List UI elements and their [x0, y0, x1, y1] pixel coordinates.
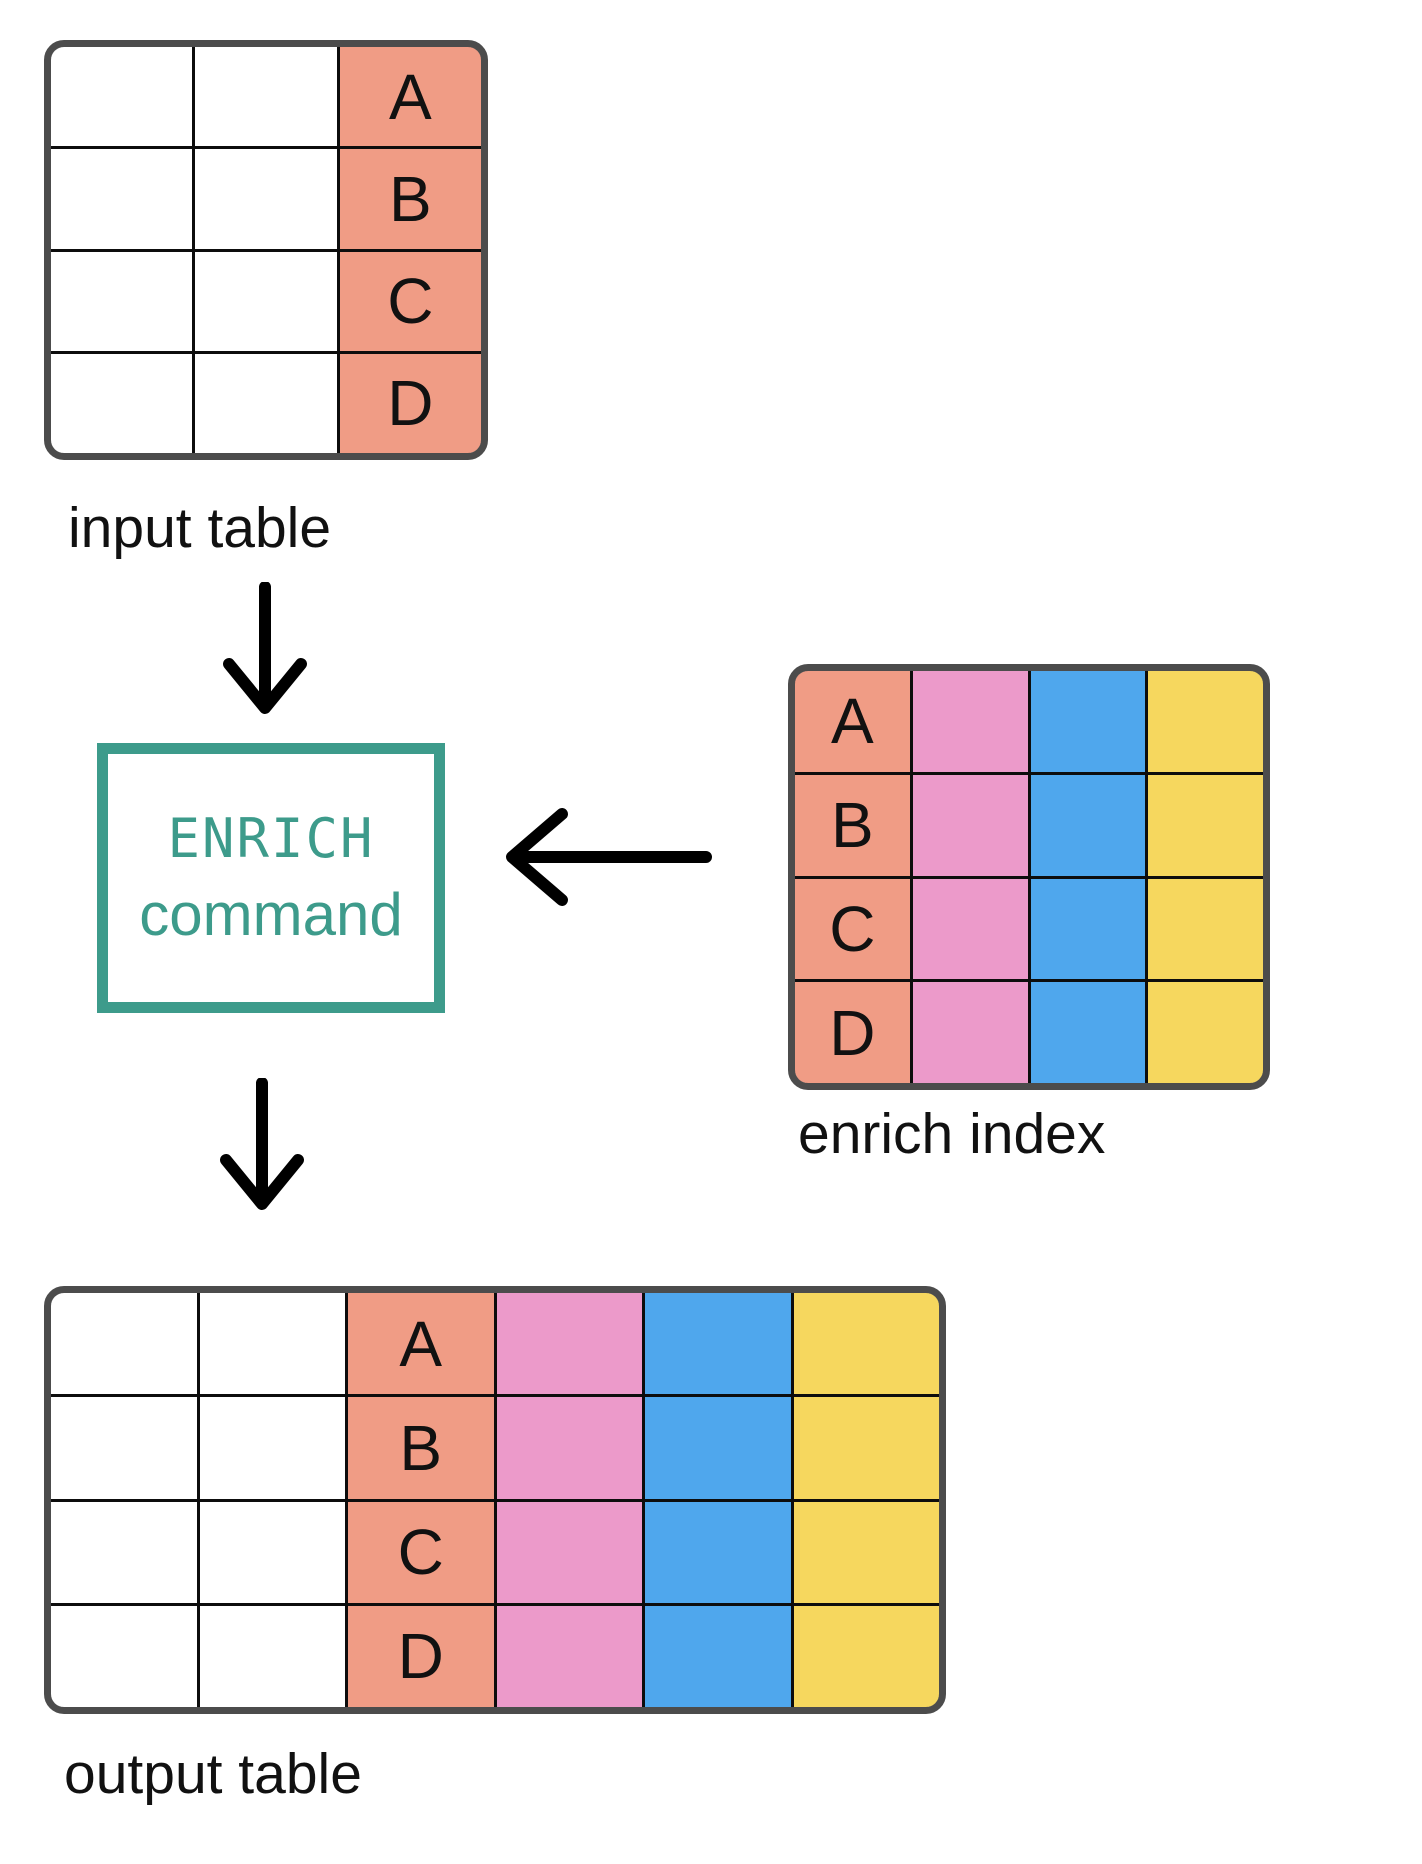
table-cell [793, 1397, 939, 1499]
table-cell: C [348, 1501, 494, 1603]
table-cell [51, 1293, 197, 1395]
table-cell: B [795, 774, 910, 876]
table-cell [1030, 878, 1146, 980]
table-cell [1030, 982, 1146, 1083]
enrich-index-label: enrich index [798, 1102, 1106, 1166]
table-cell [912, 878, 1028, 980]
table-cell [51, 1605, 197, 1707]
table-cell: D [348, 1605, 494, 1707]
table-cell: D [795, 982, 910, 1083]
table-cell: C [339, 251, 481, 351]
table-cell [912, 982, 1028, 1083]
enrich-command-word: command [139, 881, 403, 948]
table-cell [199, 1501, 345, 1603]
table-cell: B [339, 149, 481, 249]
table-cell [645, 1501, 791, 1603]
table-cell [51, 1397, 197, 1499]
table-cell: B [348, 1397, 494, 1499]
table-cell [195, 353, 337, 453]
arrow-left-icon [506, 808, 712, 906]
enrich-command-box: ENRICH command [97, 743, 445, 1013]
table-cell [645, 1293, 791, 1395]
table-cell [912, 774, 1028, 876]
table-cell [199, 1397, 345, 1499]
table-cell [195, 149, 337, 249]
table-cell: D [339, 353, 481, 453]
table-cell [912, 671, 1028, 772]
table-cell [195, 47, 337, 147]
table-cell: C [795, 878, 910, 980]
input-table-label: input table [68, 496, 332, 560]
table-cell: A [795, 671, 910, 772]
table-cell [51, 47, 193, 147]
table-cell [199, 1605, 345, 1707]
table-cell: A [348, 1293, 494, 1395]
table-cell [51, 1501, 197, 1603]
table-cell [51, 353, 193, 453]
table-cell [1030, 671, 1146, 772]
arrow-down-icon [220, 1078, 304, 1210]
table-cell [1148, 878, 1263, 980]
table-cell [645, 1397, 791, 1499]
table-cell [195, 251, 337, 351]
table-cell [496, 1397, 642, 1499]
table-cell [793, 1501, 939, 1603]
table-cell [51, 149, 193, 249]
output-table-label: output table [64, 1742, 362, 1806]
table-cell [1148, 982, 1263, 1083]
table-cell [645, 1605, 791, 1707]
enrich-command-name: ENRICH [167, 807, 375, 870]
table-cell [793, 1605, 939, 1707]
table-cell [199, 1293, 345, 1395]
table-cell [496, 1501, 642, 1603]
arrow-down-icon [223, 582, 307, 714]
table-cell [496, 1605, 642, 1707]
table-cell [51, 251, 193, 351]
table-cell [1148, 671, 1263, 772]
table-cell [793, 1293, 939, 1395]
table-cell [1030, 774, 1146, 876]
table-cell [496, 1293, 642, 1395]
table-cell: A [339, 47, 481, 147]
table-cell [1148, 774, 1263, 876]
